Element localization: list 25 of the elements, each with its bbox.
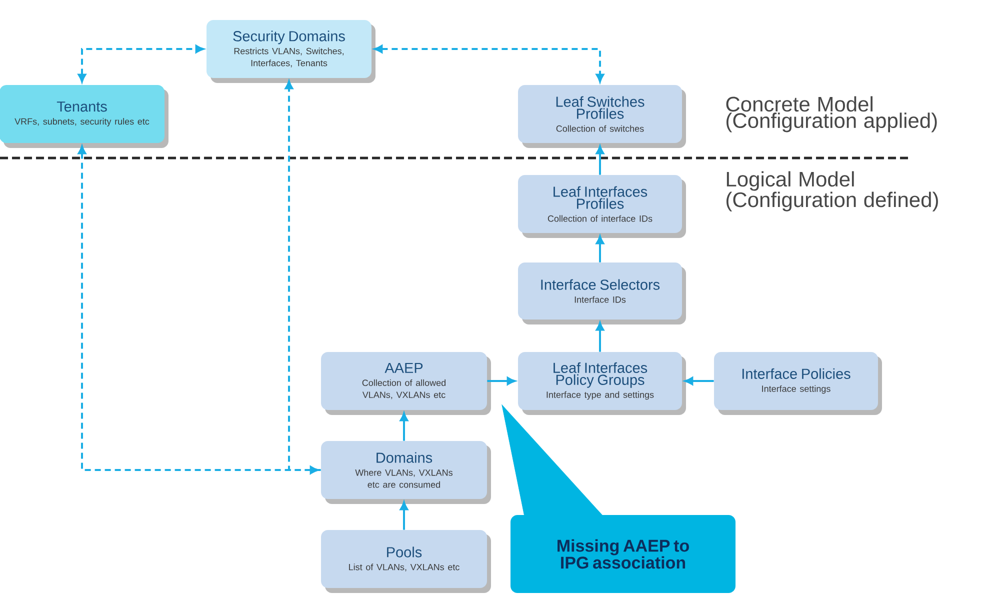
process-box: Leaf Interfaces Policy Groups Interface type and settings: [518, 352, 686, 415]
arrow: [78, 44, 204, 82]
process-box: Security Domains Restricts VLANs, Switches, Interfaces, Tenants: [206, 20, 376, 83]
process-box: Leaf Switches Profiles Collection of switches: [518, 85, 686, 148]
process-box: Tenants VRFs, subnets, security rules etc: [0, 85, 168, 148]
arrow: [400, 502, 408, 530]
process-box: Domains Where VLANs, VXLANs etc are consumed: [321, 441, 491, 504]
arrow: [400, 412, 408, 441]
arrow: [596, 322, 604, 352]
arrow: [684, 376, 714, 386]
process-box: Leaf Interfaces Profiles Collection of interface IDs: [518, 175, 686, 238]
process-box: Interface Selectors Interface IDs: [518, 262, 686, 324]
model-label: Concrete Model (Configuration applied): [726, 96, 937, 132]
process-box: Pools List of VLANs, VXLANs etc: [321, 530, 491, 593]
arrow: [596, 236, 604, 262]
arrow: [78, 146, 318, 474]
arrow: [284, 80, 321, 471]
callout-pointer: [502, 404, 603, 516]
process-box: AAEP Collection of allowed VLANs, VXLANs etc: [321, 352, 491, 415]
callout-box: Missing AAEP to IPG association: [510, 515, 736, 593]
process-box: Interface Policies Interface settings: [714, 352, 882, 415]
model-label: Logical Model (Configuration defined): [726, 171, 938, 212]
arrow: [374, 44, 604, 82]
arrow: [487, 376, 516, 386]
arrow: [596, 146, 604, 175]
